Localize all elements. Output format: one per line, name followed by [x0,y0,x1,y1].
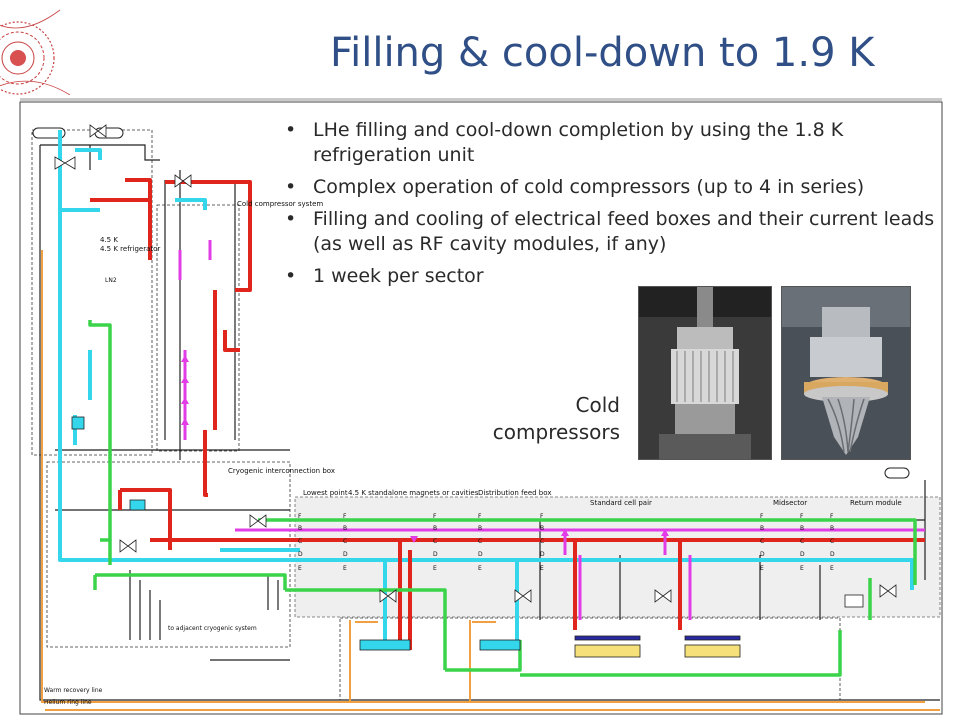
cold-compressor-box [156,204,240,452]
bullet-item: Filling and cooling of electrical feed b… [285,207,945,257]
line-letter: F [433,513,437,520]
title-divider [20,98,942,101]
line-letter: F [298,513,302,520]
lowest-point-label: Lowest point [303,489,348,497]
refrigerator-label-line1: 4.5 K [100,236,118,244]
line-letter: D [830,551,835,558]
line-letter: E [433,565,437,572]
line-letter: E [800,565,804,572]
line-letter: B [343,525,347,532]
line-letter: B [433,525,437,532]
line-letter: C [478,538,482,545]
midsector-label: Midsector [773,499,807,507]
line-letter: B [760,525,764,532]
cold-compressor-photo-2 [781,286,911,460]
line-letter: C [540,538,544,545]
cold-compressor-label: Cold compressor system [237,200,323,208]
line-letter: C [433,538,437,545]
line-letter: D [760,551,765,558]
line-letter: F [540,513,544,520]
line-letter: C [760,538,764,545]
line-letter: B [540,525,544,532]
line-letter: C [343,538,347,545]
ln2-label: LN2 [105,277,117,284]
line-letter: F [478,513,482,520]
line-letter: C [800,538,804,545]
line-letter: C [830,538,834,545]
standard-cell-label: Standard cell pair [590,499,652,507]
line-letter: C [298,538,302,545]
distribution-label: Distribution feed box [478,489,551,497]
bullet-item: 1 week per sector [285,264,945,289]
cryogenic-box-label: Cryogenic interconnection box [228,467,335,475]
line-letter: F [830,513,834,520]
line-letter: E [830,565,834,572]
line-letter: F [343,513,347,520]
refrigerator-label: 4.5 K refrigerator [100,245,160,253]
line-letter: E [298,565,302,572]
cold-compressor-photo-1 [638,286,772,460]
line-letter: D [540,551,545,558]
diagram-frame [19,101,943,715]
photo-caption: Cold compressors [492,393,620,444]
line-letter: B [800,525,804,532]
line-letter: D [800,551,805,558]
line-letter: D [478,551,483,558]
line-letter: E [478,565,482,572]
return-module-label: Return module [850,499,902,507]
slide-title: Filling & cool-down to 1.9 K [330,30,875,76]
line-letter: E [760,565,764,572]
bullet-list: LHe filling and cool-down completion by … [285,118,945,296]
interconnection-box [46,461,291,648]
adjacent-label: to adjacent cryogenic system [168,625,257,632]
bullet-item: LHe filling and cool-down completion by … [285,118,945,168]
helium-ring-label: Helium ring line [44,699,92,706]
bullet-item: Complex operation of cold compressors (u… [285,175,945,200]
line-letter: B [478,525,482,532]
line-letter: B [830,525,834,532]
warm-recovery-label: Warm recovery line [44,687,103,694]
line-letter: E [540,565,544,572]
tunnel-box [294,496,941,618]
feed-box-area [339,617,841,701]
line-letter: F [800,513,804,520]
line-letter: F [760,513,764,520]
cryogenic-flow-diagram: 4.5 K 4.5 K refrigerator Cold compressor… [19,101,943,715]
standalone-label: 4.5 K standalone magnets or cavities [348,489,479,497]
line-letter: D [343,551,348,558]
line-letter: D [298,551,303,558]
line-letter: B [298,525,302,532]
line-letter: D [433,551,438,558]
lab-logo-icon [0,9,71,95]
line-letter: E [343,565,347,572]
